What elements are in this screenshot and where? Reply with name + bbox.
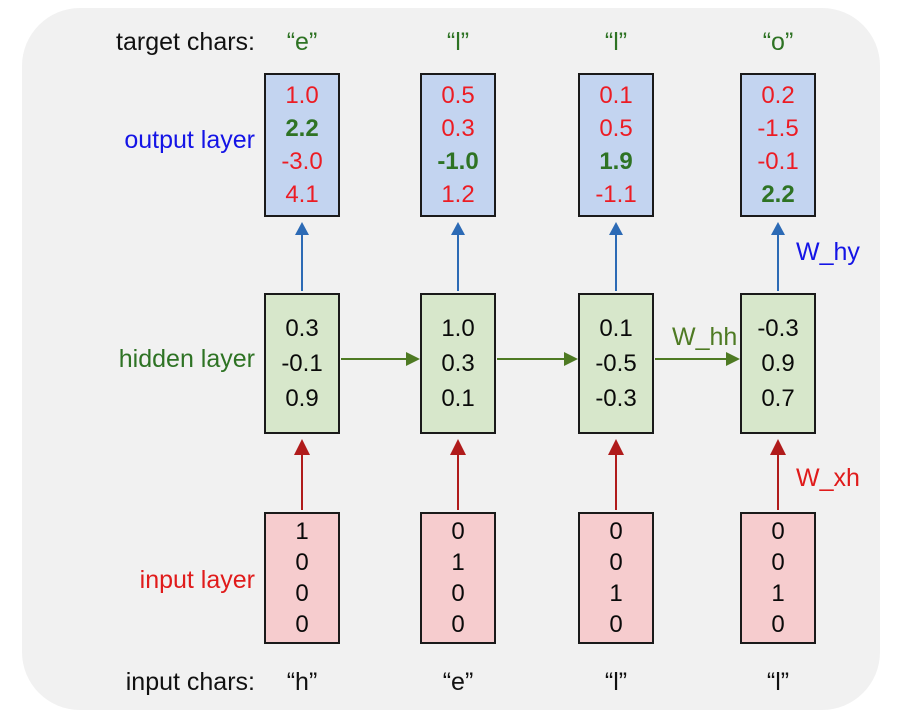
- hidden-layer-box-2: 0.1 -0.5 -0.3: [578, 293, 654, 434]
- input-value-2-3: 0: [609, 611, 623, 638]
- input-char-label-2: “l”: [604, 668, 628, 696]
- hidden-to-output-arrowhead-0: [295, 222, 309, 235]
- input-to-hidden-arrow-shaft-3: [777, 451, 779, 510]
- hidden-to-output-arrow-shaft-3: [777, 233, 779, 291]
- input-layer-box-1: 0 1 0 0: [420, 512, 496, 644]
- row-label-input-layer: input layer: [139, 566, 255, 594]
- input-value-2-0: 0: [609, 518, 623, 545]
- hidden-value-0-2: 0.9: [285, 385, 319, 412]
- recurrent-arrow-shaft-1: [497, 358, 565, 360]
- input-value-2-2: 1: [609, 580, 623, 607]
- input-value-1-2: 0: [451, 580, 465, 607]
- hidden-to-output-arrowhead-2: [609, 222, 623, 235]
- input-char-label-1: “e”: [442, 668, 474, 696]
- output-value-1-1: 0.3: [441, 115, 475, 142]
- hidden-value-2-1: -0.5: [595, 350, 637, 377]
- input-value-2-1: 0: [609, 549, 623, 576]
- hidden-layer-box-3: -0.3 0.9 0.7: [740, 293, 816, 434]
- output-value-0-1: 2.2: [285, 115, 319, 142]
- hidden-value-3-2: 0.7: [761, 385, 795, 412]
- input-value-3-0: 0: [771, 518, 785, 545]
- input-char-label-0: “h”: [286, 668, 318, 696]
- input-to-hidden-arrow-shaft-0: [301, 451, 303, 510]
- target-char-label-0: “e”: [286, 28, 318, 56]
- input-layer-box-3: 0 0 1 0: [740, 512, 816, 644]
- weight-label-w-hy: W_hy: [796, 238, 860, 266]
- hidden-value-1-1: 0.3: [441, 350, 475, 377]
- output-value-3-1: -1.5: [757, 115, 799, 142]
- output-value-3-0: 0.2: [761, 82, 795, 109]
- input-value-0-0: 1: [295, 518, 309, 545]
- weight-label-w-xh: W_xh: [796, 464, 860, 492]
- output-value-0-3: 4.1: [285, 181, 319, 208]
- hidden-to-output-arrow-shaft-2: [615, 233, 617, 291]
- hidden-value-3-1: 0.9: [761, 350, 795, 377]
- hidden-value-2-2: -0.3: [595, 385, 637, 412]
- output-layer-box-3: 0.2 -1.5 -0.1 2.2: [740, 73, 816, 217]
- hidden-layer-box-1: 1.0 0.3 0.1: [420, 293, 496, 434]
- hidden-layer-box-0: 0.3 -0.1 0.9: [264, 293, 340, 434]
- hidden-to-output-arrowhead-1: [451, 222, 465, 235]
- row-label-input-chars: input chars:: [125, 668, 255, 696]
- output-value-2-2: 1.9: [599, 148, 633, 175]
- output-value-0-0: 1.0: [285, 82, 319, 109]
- output-layer-box-1: 0.5 0.3 -1.0 1.2: [420, 73, 496, 217]
- target-char-label-1: “l”: [446, 28, 470, 56]
- input-value-3-3: 0: [771, 611, 785, 638]
- hidden-value-2-0: 0.1: [599, 315, 633, 342]
- output-value-1-3: 1.2: [441, 181, 475, 208]
- input-value-3-1: 0: [771, 549, 785, 576]
- hidden-value-1-0: 1.0: [441, 315, 475, 342]
- row-label-hidden-layer: hidden layer: [118, 345, 255, 373]
- output-value-2-0: 0.1: [599, 82, 633, 109]
- input-layer-box-2: 0 0 1 0: [578, 512, 654, 644]
- input-to-hidden-arrowhead-0: [294, 439, 310, 455]
- hidden-to-output-arrowhead-3: [771, 222, 785, 235]
- row-label-output-layer: output layer: [124, 126, 255, 154]
- output-layer-box-0: 1.0 2.2 -3.0 4.1: [264, 73, 340, 217]
- input-to-hidden-arrowhead-1: [450, 439, 466, 455]
- output-value-3-2: -0.1: [757, 148, 799, 175]
- hidden-to-output-arrow-shaft-0: [301, 233, 303, 291]
- output-value-2-1: 0.5: [599, 115, 633, 142]
- input-value-0-3: 0: [295, 611, 309, 638]
- input-value-1-0: 0: [451, 518, 465, 545]
- recurrent-arrow-shaft-2: [655, 358, 727, 360]
- output-layer-box-2: 0.1 0.5 1.9 -1.1: [578, 73, 654, 217]
- input-value-1-1: 1: [451, 549, 465, 576]
- target-char-label-3: “o”: [762, 28, 794, 56]
- row-label-target-chars: target chars:: [116, 28, 255, 56]
- recurrent-arrowhead-2: [726, 352, 740, 366]
- input-value-0-1: 0: [295, 549, 309, 576]
- input-to-hidden-arrow-shaft-2: [615, 451, 617, 510]
- output-value-1-0: 0.5: [441, 82, 475, 109]
- recurrent-arrowhead-0: [406, 352, 420, 366]
- input-value-1-3: 0: [451, 611, 465, 638]
- weight-label-w-hh: W_hh: [672, 323, 738, 351]
- hidden-to-output-arrow-shaft-1: [457, 233, 459, 291]
- output-value-3-3: 2.2: [761, 181, 795, 208]
- input-layer-box-0: 1 0 0 0: [264, 512, 340, 644]
- input-to-hidden-arrowhead-3: [770, 439, 786, 455]
- output-value-2-3: -1.1: [595, 181, 637, 208]
- input-char-label-3: “l”: [766, 668, 790, 696]
- output-value-1-2: -1.0: [437, 148, 479, 175]
- input-to-hidden-arrowhead-2: [608, 439, 624, 455]
- hidden-value-1-2: 0.1: [441, 385, 475, 412]
- hidden-value-0-1: -0.1: [281, 350, 323, 377]
- output-value-0-2: -3.0: [281, 148, 323, 175]
- recurrent-arrowhead-1: [564, 352, 578, 366]
- hidden-value-0-0: 0.3: [285, 315, 319, 342]
- input-to-hidden-arrow-shaft-1: [457, 451, 459, 510]
- target-char-label-2: “l”: [604, 28, 628, 56]
- hidden-value-3-0: -0.3: [757, 315, 799, 342]
- input-value-0-2: 0: [295, 580, 309, 607]
- recurrent-arrow-shaft-0: [341, 358, 407, 360]
- input-value-3-2: 1: [771, 580, 785, 607]
